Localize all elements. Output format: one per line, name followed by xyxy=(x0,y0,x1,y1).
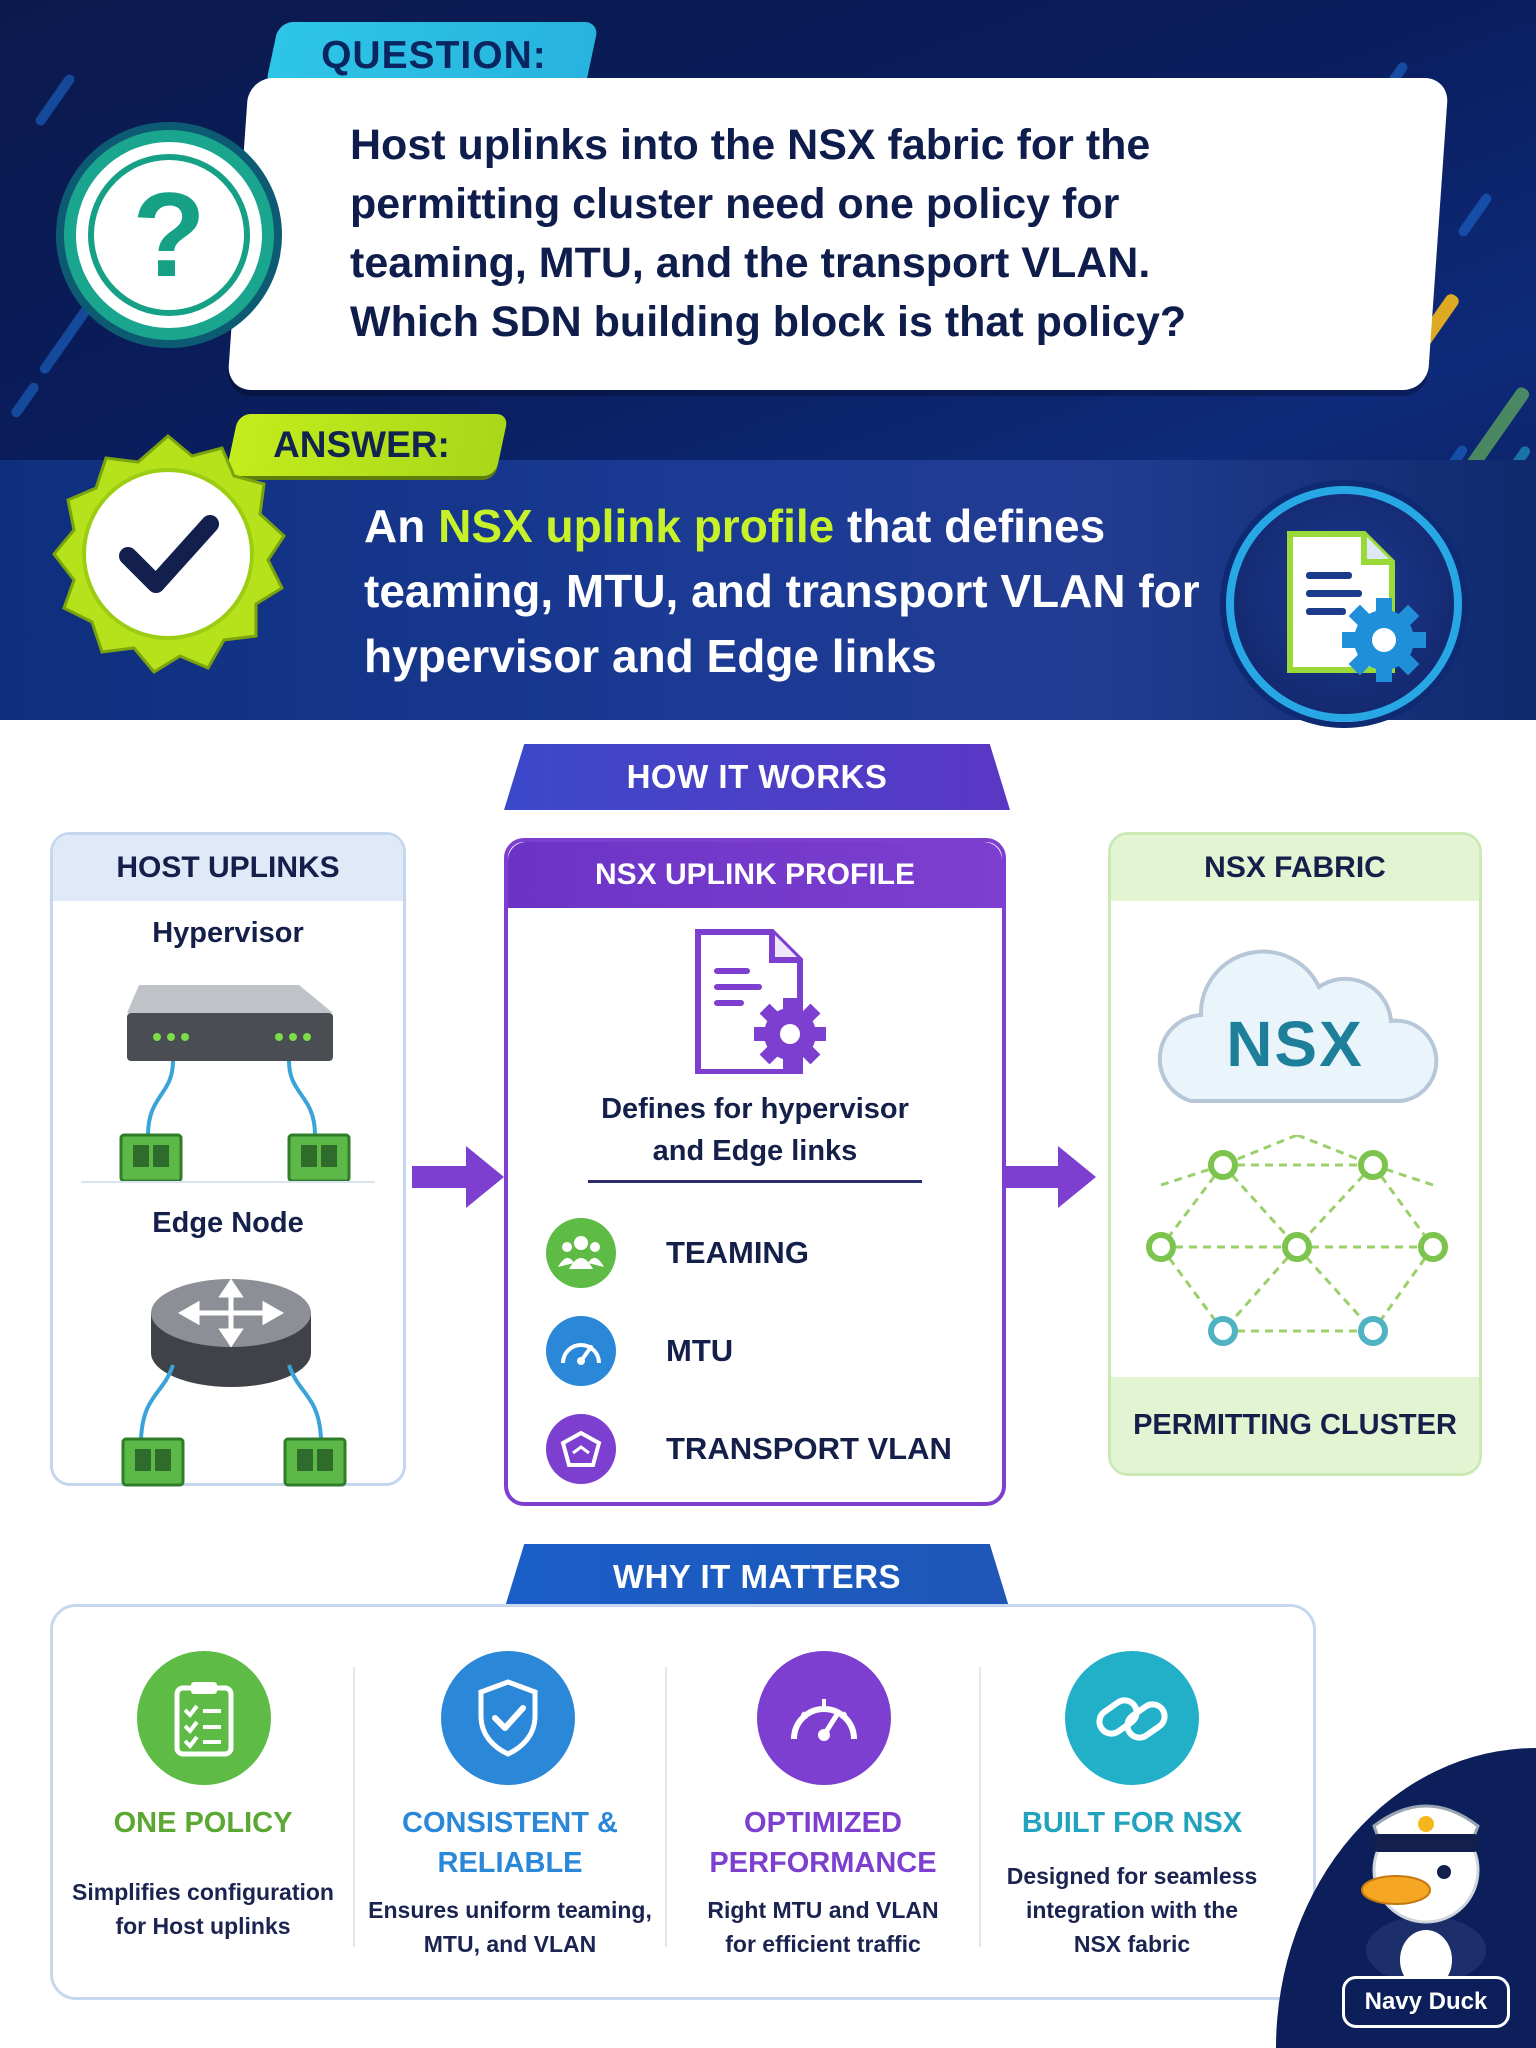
document-gear-icon xyxy=(1226,486,1462,722)
feature-label: TRANSPORT VLAN xyxy=(666,1431,952,1466)
host-uplinks-title: HOST UPLINKS xyxy=(53,835,403,901)
profile-description: Defines for hypervisor and Edge links xyxy=(601,1093,909,1167)
question-text: Host uplinks into the NSX fabric for the… xyxy=(350,121,1187,346)
answer-highlight: NSX uplink profile xyxy=(438,500,835,552)
nsx-fabric-panel: NSX FABRIC NSX xyxy=(1108,832,1482,1476)
hypervisor-label: Hypervisor xyxy=(152,917,304,949)
feature-label: MTU xyxy=(666,1333,734,1368)
benefit-title: BUILT FOR NSX xyxy=(1021,1807,1243,1839)
edge-node-label: Edge Node xyxy=(152,1207,304,1239)
benefit-one-policy: ONE POLICY Simplifies configuration for … xyxy=(53,1607,353,2003)
brand-name: Navy Duck xyxy=(1342,1976,1510,2028)
vlan-tag-icon xyxy=(546,1414,616,1484)
uplink-profile-title: NSX UPLINK PROFILE xyxy=(508,842,1002,908)
benefit-title: OPTIMIZED PERFORMANCE xyxy=(709,1807,937,1879)
benefit-title: ONE POLICY xyxy=(113,1807,293,1839)
speedometer-icon xyxy=(757,1651,891,1785)
how-it-works-tab: HOW IT WORKS xyxy=(504,744,1010,810)
nsx-fabric-title: NSX FABRIC xyxy=(1111,835,1479,901)
feature-teaming: TEAMING xyxy=(546,1218,809,1288)
profile-divider xyxy=(588,1180,922,1183)
benefit-title: CONSISTENT & RELIABLE xyxy=(402,1807,618,1879)
feature-mtu: MTU xyxy=(546,1316,733,1386)
clipboard-checklist-icon xyxy=(137,1651,271,1785)
column-divider xyxy=(979,1667,981,1947)
benefit-built-for-nsx: BUILT FOR NSX Designed for seamless inte… xyxy=(981,1607,1283,2003)
nic-card-icon xyxy=(121,1437,185,1487)
hypervisor-server-icon xyxy=(119,985,351,1183)
profile-document-gear-icon xyxy=(695,929,826,1074)
network-mesh-icon xyxy=(1146,1135,1448,1346)
shield-check-icon xyxy=(441,1651,575,1785)
benefit-description: Ensures uniform teaming, MTU, and VLAN xyxy=(368,1897,652,1957)
host-uplinks-panel: HOST UPLINKS Hypervisor Edge Node xyxy=(50,832,406,1487)
people-group-icon xyxy=(546,1218,616,1288)
gauge-icon xyxy=(546,1316,616,1386)
benefit-optimized-performance: OPTIMIZED PERFORMANCE Right MTU and VLAN… xyxy=(667,1607,979,2003)
question-mark-icon: ? xyxy=(64,130,274,340)
column-divider xyxy=(353,1667,355,1947)
host-divider xyxy=(81,1181,375,1183)
navy-duck-mascot: Navy Duck xyxy=(1276,1748,1536,2048)
benefit-consistent-reliable: CONSISTENT & RELIABLE Ensures uniform te… xyxy=(355,1607,665,2003)
edge-router-icon xyxy=(121,1278,347,1487)
cloud-nsx-text: NSX xyxy=(1226,1008,1364,1080)
nic-card-icon xyxy=(287,1133,351,1183)
feature-transport-vlan: TRANSPORT VLAN xyxy=(546,1414,952,1484)
why-it-matters-box: ONE POLICY Simplifies configuration for … xyxy=(50,1604,1316,2000)
chain-link-icon xyxy=(1065,1651,1199,1785)
benefit-description: Simplifies configuration for Host uplink… xyxy=(72,1879,334,1939)
arrow-right-icon xyxy=(412,1146,504,1208)
checkmark-seal-icon xyxy=(52,434,286,674)
navy-duck-mascot-icon xyxy=(1361,1804,1486,1980)
cloud-icon xyxy=(1157,949,1439,1103)
benefit-description: Right MTU and VLAN for efficient traffic xyxy=(707,1897,939,1957)
nic-card-icon xyxy=(119,1133,183,1183)
arrow-right-icon xyxy=(1004,1146,1096,1208)
column-divider xyxy=(665,1667,667,1947)
why-it-matters-tab: WHY IT MATTERS xyxy=(504,1544,1010,1610)
permitting-cluster-label: PERMITTING CLUSTER xyxy=(1111,1377,1479,1473)
nic-card-icon xyxy=(283,1437,347,1487)
uplink-profile-panel: NSX UPLINK PROFILE Defines for hyperviso… xyxy=(504,838,1006,1506)
feature-label: TEAMING xyxy=(666,1235,809,1270)
answer-text: An NSX uplink profile that defines teami… xyxy=(364,500,1200,682)
benefit-description: Designed for seamless integration with t… xyxy=(1006,1863,1258,1957)
